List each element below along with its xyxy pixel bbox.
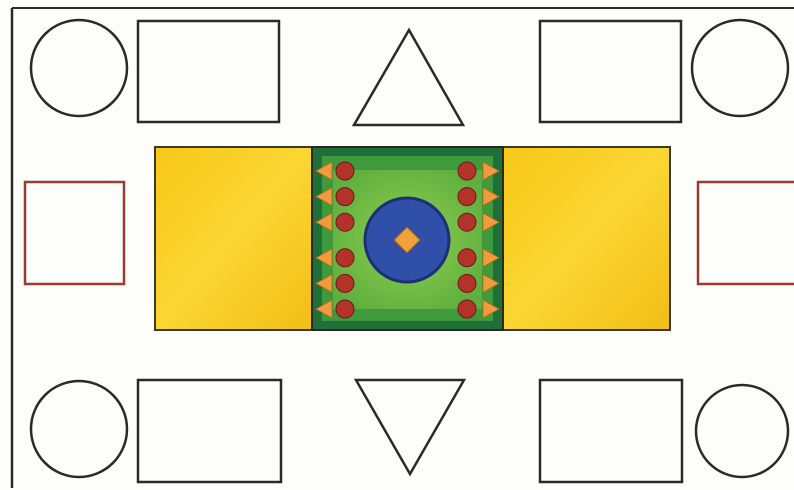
fringe-dot — [336, 162, 354, 180]
fringe-dot — [336, 213, 354, 231]
fringe-dot — [336, 249, 354, 267]
fringe-dot — [336, 300, 354, 318]
fringe-dot — [458, 162, 476, 180]
fringe-dot — [336, 274, 354, 292]
rug-right-yellow-mat — [503, 147, 670, 330]
fringe-dot — [458, 188, 476, 206]
fringe-dot — [458, 213, 476, 231]
rug-left-yellow-mat — [155, 147, 312, 330]
fringe-dot — [458, 249, 476, 267]
fringe-dot — [458, 274, 476, 292]
rug — [155, 147, 670, 330]
fringe-dot — [336, 188, 354, 206]
fringe-dot — [458, 300, 476, 318]
